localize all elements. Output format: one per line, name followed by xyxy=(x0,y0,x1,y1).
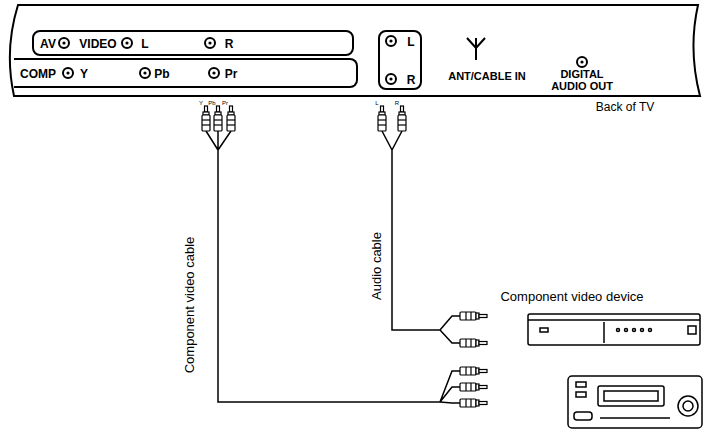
plugs xyxy=(202,106,487,407)
rca-plug xyxy=(214,106,222,131)
dvd-player xyxy=(528,314,700,345)
plug-label: R xyxy=(395,100,399,107)
antenna-symbol xyxy=(467,38,485,60)
plug-label: Pr xyxy=(222,100,228,107)
jack-label: VIDEO xyxy=(79,38,116,51)
rca-plug xyxy=(460,339,487,347)
rca-plug xyxy=(460,367,487,375)
rca-plug xyxy=(378,106,386,131)
plug-label: L xyxy=(375,100,378,107)
jack-label: Pb xyxy=(154,68,169,81)
jack-label: L xyxy=(141,38,148,51)
jack-group: AV VIDEO L R xyxy=(32,30,354,56)
group-label: COMP xyxy=(20,68,56,81)
rca-plug xyxy=(460,383,487,391)
jack-group: LR xyxy=(378,30,422,90)
caption-label: Back of TV xyxy=(596,101,654,114)
jack-label: Pr xyxy=(225,68,238,81)
rca-plug xyxy=(460,399,487,407)
group-label: AV xyxy=(40,38,56,51)
cables xyxy=(206,131,460,403)
rca-plug xyxy=(398,106,406,131)
rca-plug xyxy=(227,106,235,131)
connector-label: DIGITAL AUDIO OUT xyxy=(546,68,618,92)
plug-label: Pb xyxy=(208,100,215,107)
jack-label: R xyxy=(225,38,234,51)
jack-label: L xyxy=(407,36,414,49)
cable-label: Audio cable xyxy=(370,232,384,300)
vcr-device xyxy=(568,376,702,428)
tv-back-panel xyxy=(10,5,700,96)
connector-label: ANT/CABLE IN xyxy=(448,70,526,82)
device-label: Component video device xyxy=(500,290,643,304)
jack-group: COMP Y Pb Pr xyxy=(14,58,358,88)
jack-label: Y xyxy=(80,68,88,81)
rca-plug xyxy=(460,312,487,320)
jacks xyxy=(59,36,587,84)
rca-plug xyxy=(202,106,210,131)
plug-label: Y xyxy=(199,100,203,107)
jack-label: R xyxy=(407,74,416,87)
cable-label: Component video cable xyxy=(183,237,197,374)
